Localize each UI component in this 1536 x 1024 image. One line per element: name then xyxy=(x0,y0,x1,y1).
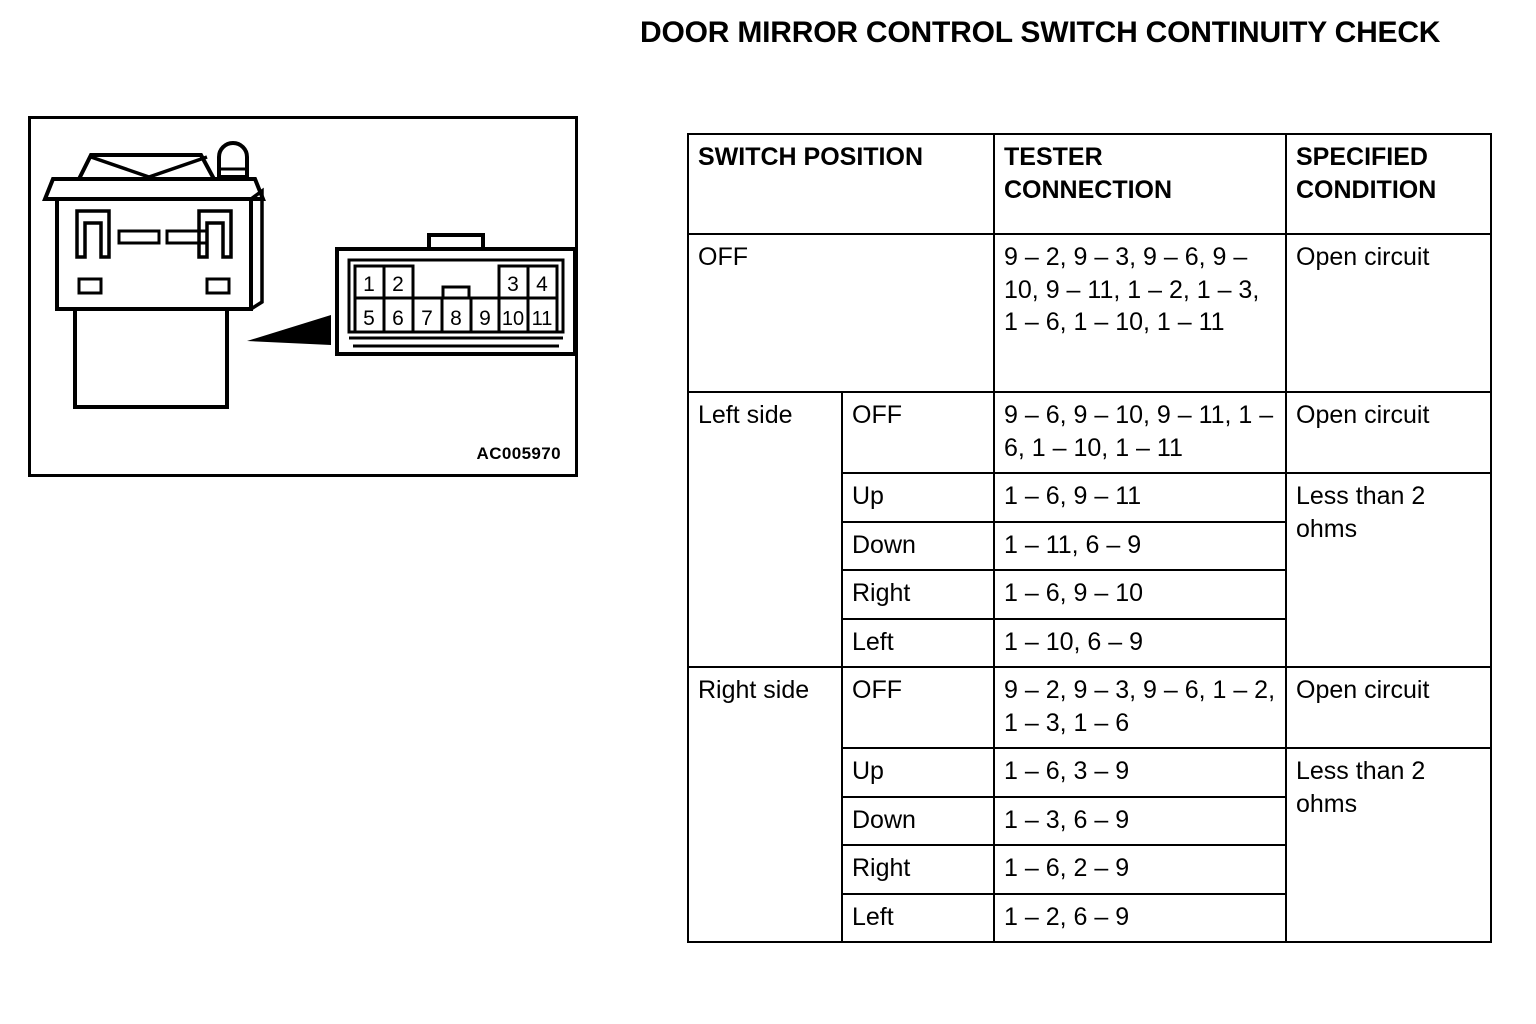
header-tester-connection: TESTER CONNECTION xyxy=(993,133,1287,235)
table-row: Down 1 – 11, 6 – 9 xyxy=(688,520,1491,571)
cell-sub-position: Up xyxy=(841,747,995,798)
connector-pin-9: 9 xyxy=(479,307,491,330)
table-row: Right 1 – 6, 9 – 10 xyxy=(688,569,1491,620)
page-title: DOOR MIRROR CONTROL SWITCH CONTINUITY CH… xyxy=(640,16,1441,49)
header-specified-condition: SPECIFIED CONDITION xyxy=(1285,133,1492,235)
cell-switch-position: Right side xyxy=(687,666,843,943)
cell-tester-connection: 9 – 6, 9 – 10, 9 – 11, 1 – 6, 1 – 10, 1 … xyxy=(993,391,1287,474)
cell-specified-condition: Open circuit xyxy=(1285,233,1492,393)
cell-sub-position: OFF xyxy=(841,391,995,474)
table-row: Right side OFF 9 – 2, 9 – 3, 9 – 6, 1 – … xyxy=(687,666,1492,943)
mirror-switch-diagram: 1 2 3 4 5 6 7 8 9 10 11 xyxy=(42,141,575,409)
illustration-panel: 1 2 3 4 5 6 7 8 9 10 11 AC005970 xyxy=(28,116,578,477)
connector-pin-7: 7 xyxy=(421,307,433,330)
connector-pin-6: 6 xyxy=(392,307,404,330)
cell-tester-connection: 1 – 10, 6 – 9 xyxy=(993,617,1287,668)
cell-sub-position: Left xyxy=(841,892,995,943)
pointer-arrow xyxy=(247,315,331,345)
illustration-reference-code: AC005970 xyxy=(476,444,561,463)
cell-specified-condition: Open circuit xyxy=(1285,391,1492,474)
table-row: Right 1 – 6, 2 – 9 xyxy=(688,844,1491,895)
table-row: Left side OFF 9 – 6, 9 – 10, 9 – 11, 1 –… xyxy=(687,391,1492,668)
cell-tester-connection: 1 – 6, 9 – 11 xyxy=(993,472,1287,523)
cell-tester-connection: 1 – 11, 6 – 9 xyxy=(993,520,1287,571)
cell-sub-position: OFF xyxy=(841,666,995,749)
table-row: Down 1 – 3, 6 – 9 xyxy=(688,795,1491,846)
cell-sub-position: Down xyxy=(841,795,995,846)
cell-tester-connection: 1 – 2, 6 – 9 xyxy=(993,892,1287,943)
cell-tester-connection: 9 – 2, 9 – 3, 9 – 6, 9 – 10, 9 – 11, 1 –… xyxy=(993,233,1287,393)
cell-tester-connection: 1 – 6, 9 – 10 xyxy=(993,569,1287,620)
header-switch-position: SWITCH POSITION xyxy=(687,133,995,235)
cell-sub-position: Down xyxy=(841,520,995,571)
cell-specified-condition: Less than 2 ohms xyxy=(1285,747,1492,943)
cell-specified-condition: Less than 2 ohms xyxy=(1285,472,1492,668)
cell-tester-connection: 1 – 3, 6 – 9 xyxy=(993,795,1287,846)
table-header-row: SWITCH POSITION TESTER CONNECTION SPECIF… xyxy=(687,133,1492,235)
table-row: OFF 9 – 2, 9 – 3, 9 – 6, 9 – 10, 9 – 11,… xyxy=(687,233,1492,393)
table-row: Left 1 – 10, 6 – 9 xyxy=(688,617,1491,668)
connector-pin-4: 4 xyxy=(536,273,548,296)
connector-pin-2: 2 xyxy=(392,273,404,296)
continuity-check-table: SWITCH POSITION TESTER CONNECTION SPECIF… xyxy=(687,133,1492,943)
connector-pin-8: 8 xyxy=(450,307,462,330)
cell-tester-connection: 1 – 6, 3 – 9 xyxy=(993,747,1287,798)
cell-sub-position: Up xyxy=(841,472,995,523)
table-row: Up 1 – 6, 3 – 9 Less than 2 ohms xyxy=(688,747,1492,943)
connector-pin-3: 3 xyxy=(507,273,519,296)
switch-body-illustration xyxy=(42,141,266,409)
cell-switch-position: OFF xyxy=(687,233,995,393)
cell-tester-connection: 1 – 6, 2 – 9 xyxy=(993,844,1287,895)
cell-sub-position: Right xyxy=(841,569,995,620)
table-row: Left 1 – 2, 6 – 9 xyxy=(688,892,1491,943)
connector-diagram: 1 2 3 4 5 6 7 8 9 10 11 xyxy=(335,233,575,356)
cell-sub-position: Right xyxy=(841,844,995,895)
cell-tester-connection: 9 – 2, 9 – 3, 9 – 6, 1 – 2, 1 – 3, 1 – 6 xyxy=(993,666,1287,749)
connector-pin-10: 10 xyxy=(502,308,524,330)
cell-specified-condition: Open circuit xyxy=(1285,666,1492,749)
cell-switch-position: Left side xyxy=(687,391,843,668)
table-row: Up 1 – 6, 9 – 11 Less than 2 ohms xyxy=(688,472,1492,668)
connector-pin-5: 5 xyxy=(363,307,375,330)
connector-pin-11: 11 xyxy=(532,308,553,330)
cell-sub-position: Left xyxy=(841,617,995,668)
connector-pin-1: 1 xyxy=(363,273,375,296)
